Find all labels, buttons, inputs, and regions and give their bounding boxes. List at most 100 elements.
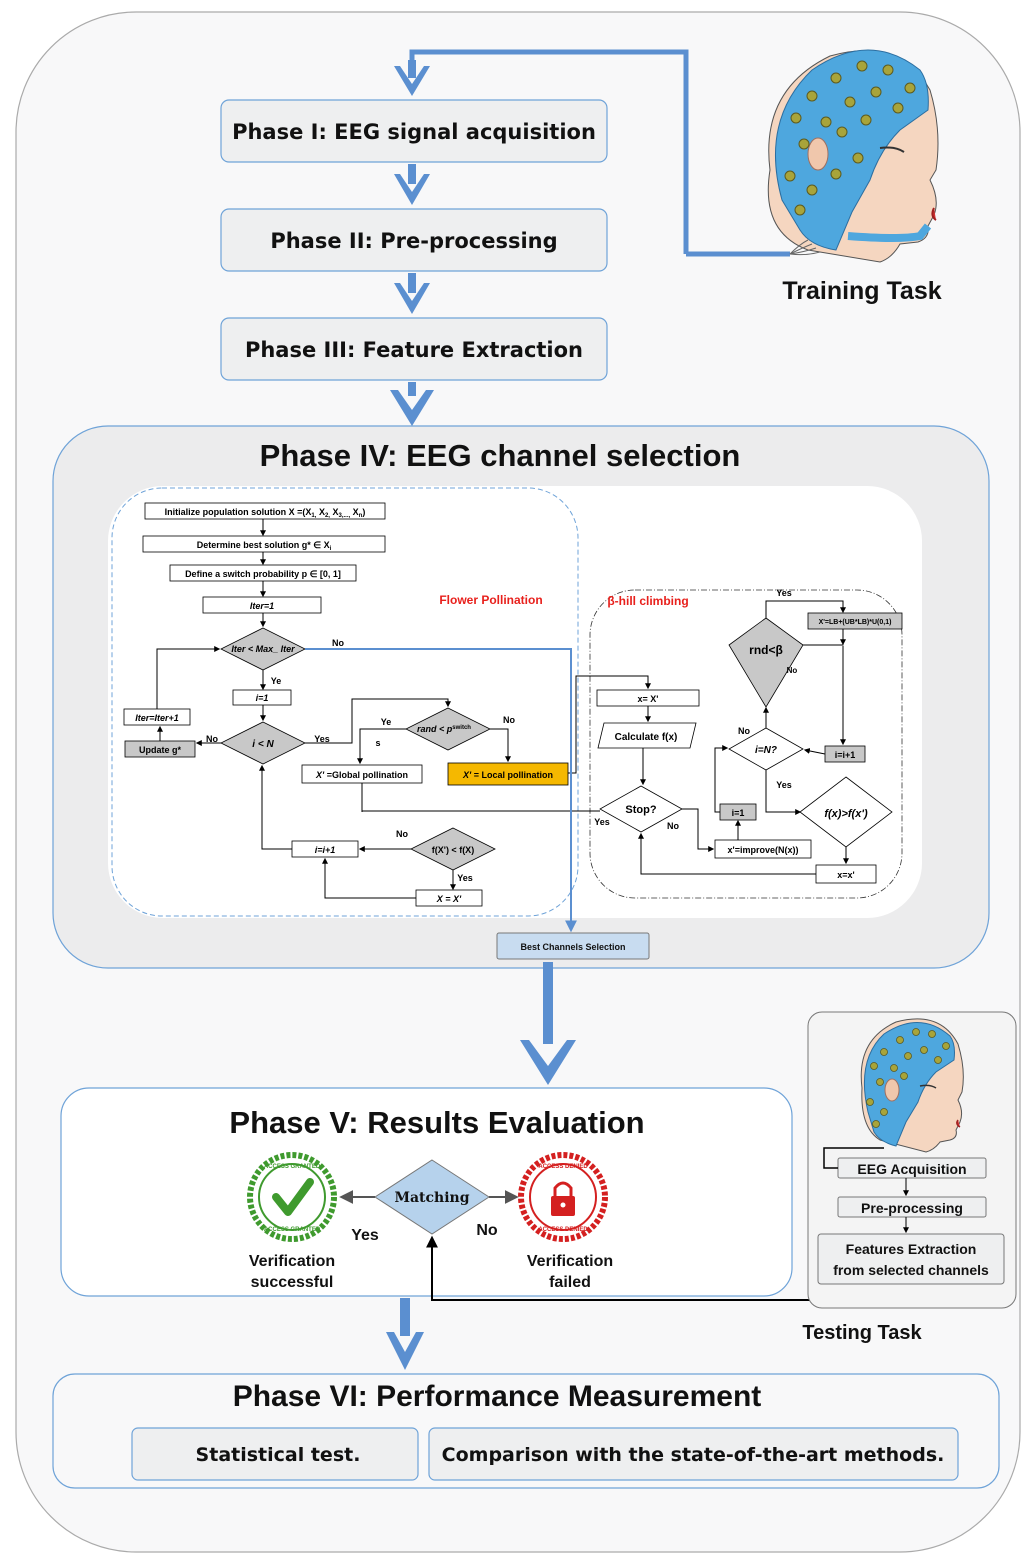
fp-global-text: X' =Global pollination xyxy=(315,770,408,780)
training-feedback-line xyxy=(409,49,689,254)
flower-pollination-frame xyxy=(111,487,579,917)
testing-feat-l2: from selected channels xyxy=(833,1262,989,1278)
fp-init-box xyxy=(144,502,386,520)
best-channels-text: Best Channels Selection xyxy=(520,942,625,952)
perf-stat-text: Statistical test. xyxy=(196,1444,361,1466)
bhc-rnd-decision xyxy=(728,617,804,708)
fp-local-box xyxy=(447,762,569,786)
phase-6-label: Phase VI: Performance Measurement xyxy=(233,1380,762,1413)
arrow-phase-2-3 xyxy=(408,273,416,293)
bhc-formula-box xyxy=(807,612,903,630)
testing-feat-l1: Features Extraction xyxy=(846,1241,977,1257)
matching-decision xyxy=(374,1159,490,1235)
bhc-frame xyxy=(589,589,903,899)
phase-5-label: Phase V: Results Evaluation xyxy=(229,1105,644,1140)
svg-text:ACCESS GRANTED: ACCESS GRANTED xyxy=(264,1227,321,1233)
bhc-label: β-hill climbing xyxy=(607,594,688,608)
phase-3-box xyxy=(220,317,608,381)
bhc-rnd-text: rnd<β xyxy=(749,643,783,657)
arrow-phase-4-5 xyxy=(520,962,576,1085)
access-denied-icon: ACCESS DENIED ACCESS DENIED xyxy=(518,1152,608,1242)
fp-i-inc-text: i=i+1 xyxy=(315,845,336,855)
bhc-calc-box xyxy=(597,722,697,749)
fp-no3: No xyxy=(503,715,515,725)
fp-no2: No xyxy=(206,734,218,744)
bhc-i-inc-text: i=i+1 xyxy=(835,750,856,760)
bhc-yes-left: Yes xyxy=(594,817,610,827)
fp-iter1-text: Iter=1 xyxy=(250,601,274,611)
bhc-calc-text: Calculate f(x) xyxy=(615,732,678,743)
fp-f-text: f(X') < f(X) xyxy=(432,845,474,855)
bhc-no-right: No xyxy=(787,666,798,675)
bhc-i1-text: i=1 xyxy=(732,808,745,818)
testing-pre-text: Pre-processing xyxy=(861,1200,963,1216)
fp-update-text: Update g* xyxy=(139,745,182,755)
verification-success-l1: Verification xyxy=(249,1253,335,1270)
fp-yes1: Yes xyxy=(314,734,330,744)
bhc-improve-box xyxy=(714,839,812,859)
perf-stat-box xyxy=(131,1427,419,1481)
access-granted-icon: ACCESS GRANTED ACCESS GRANTED xyxy=(247,1152,337,1242)
flower-pollination-label: Flower Pollination xyxy=(439,593,542,607)
fp-yes2: Yes xyxy=(457,873,473,883)
fp-best-text: Determine best solution g* ∈ Xi xyxy=(197,540,332,552)
perf-comp-text: Comparison with the state-of-the-art met… xyxy=(442,1444,945,1466)
fp-switch-text: Define a switch probability p ∈ [0, 1] xyxy=(185,569,341,579)
fp-rand-text: rand < pswitch xyxy=(417,724,471,734)
fp-i1-text: i=1 xyxy=(256,693,269,703)
bhc-yes-below: Yes xyxy=(776,780,792,790)
fp-i-decision xyxy=(220,721,306,765)
fp-no4: No xyxy=(396,829,408,839)
fp-init-text: Initialize population solution X =(X1, X… xyxy=(165,507,366,519)
best-channels-connector xyxy=(305,648,577,933)
verification-failed-l1: Verification xyxy=(527,1253,613,1270)
best-channels-box xyxy=(496,932,650,960)
bhc-yes-top: Yes xyxy=(776,588,792,598)
testing-head-image xyxy=(860,1018,964,1153)
svg-text:ACCESS DENIED: ACCESS DENIED xyxy=(538,1164,588,1170)
training-task-label: Training Task xyxy=(782,277,941,305)
arrow-phase-1-2 xyxy=(408,164,416,184)
bhc-stop-decision xyxy=(599,785,683,833)
arrow-phase-3-4 xyxy=(408,382,416,396)
arrow-phase-5-6 xyxy=(386,1298,424,1370)
phase-1-label: Phase I: EEG signal acquisition xyxy=(232,120,596,144)
bhc-in-text: i=N? xyxy=(755,745,777,756)
bhc-x-update-text: x=x' xyxy=(837,870,854,880)
fp-iter1-box xyxy=(202,596,322,614)
verification-failed-l2: failed xyxy=(549,1274,591,1291)
matching-text: Matching xyxy=(394,1190,469,1206)
phase-2-label: Phase II: Pre-processing xyxy=(270,229,557,253)
fp-ye: Ye xyxy=(271,676,282,686)
fp-i-decision-text: i < N xyxy=(252,739,274,750)
training-head-image xyxy=(767,49,939,263)
testing-pre-box xyxy=(837,1196,987,1218)
bhc-no-left: No xyxy=(738,726,750,736)
bhc-x-assign-text: x= X' xyxy=(638,694,659,704)
bhc-f-text: f(x)>f(x') xyxy=(824,808,868,820)
fp-assign-text: X = X' xyxy=(436,894,462,904)
bhc-improve-text: x'=improve(N(x)) xyxy=(728,845,799,855)
verification-success-l2: successful xyxy=(251,1274,334,1291)
bhc-no-below: No xyxy=(667,821,679,831)
fp-i1-box xyxy=(232,689,292,706)
fp-no1: No xyxy=(332,638,344,648)
fp-iter-decision-text: Iter < Max_ Iter xyxy=(231,644,295,654)
testing-feat-box xyxy=(817,1233,1005,1285)
fp-best-box xyxy=(142,535,386,553)
fp-rand-decision xyxy=(405,707,491,751)
svg-text:ACCESS GRANTED: ACCESS GRANTED xyxy=(264,1164,321,1170)
testing-acq-text: EEG Acquisition xyxy=(857,1161,966,1177)
bhc-formula-text: X'=LB+(UB*LB)*U(0,1) xyxy=(819,619,892,626)
matching-no: No xyxy=(476,1222,498,1239)
phase-4-label: Phase IV: EEG channel selection xyxy=(260,438,741,473)
testing-task-label: Testing Task xyxy=(802,1322,922,1344)
fp-local-text: X' = Local pollination xyxy=(462,770,553,780)
phase-4-inner-panel xyxy=(108,486,922,918)
fp-s: s xyxy=(375,738,380,748)
phase-3-label: Phase III: Feature Extraction xyxy=(245,338,583,362)
phase-2-box xyxy=(220,208,608,272)
perf-comp-box xyxy=(428,1427,959,1481)
fp-iter-inc-text: Iter=Iter+1 xyxy=(135,713,179,723)
